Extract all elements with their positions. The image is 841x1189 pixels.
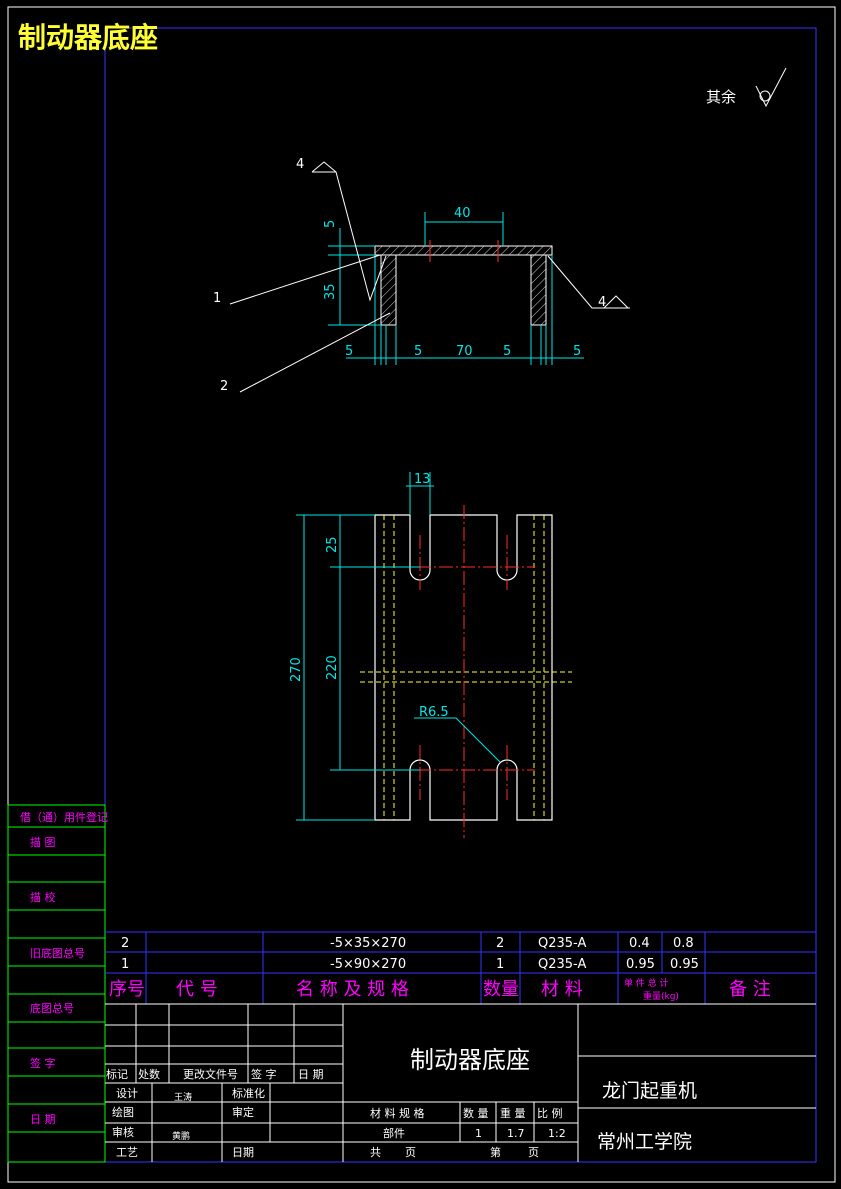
mat-header: 数 量 (463, 1107, 489, 1120)
stamp-label: 借（通）用件登记 (20, 810, 108, 824)
role-process: 工艺 (116, 1146, 138, 1159)
bom-qty: 2 (496, 936, 504, 951)
bom-seq: 1 (121, 957, 129, 972)
outer-frame (7, 6, 836, 1183)
mat-header: 材 料 规 格 (370, 1106, 425, 1120)
sheet-total-unit: 页 (405, 1146, 416, 1159)
rev-header: 签 字 (251, 1067, 277, 1081)
sheet-no-unit: 页 (528, 1146, 539, 1159)
checker-name: 黄鹏 (172, 1130, 190, 1142)
bom-header-note: 备 注 (729, 979, 771, 1000)
bom-header-name: 名 称 及 规 格 (296, 979, 409, 1000)
stamp-label: 签 字 (30, 1056, 56, 1070)
dim-middle: 70 (456, 344, 473, 359)
title-block-grid (105, 1003, 816, 1162)
mat-value: 1.7 (507, 1127, 525, 1140)
sheet-no-label: 第 (490, 1145, 501, 1159)
bom-total-wt: 0.95 (670, 957, 699, 972)
bom-header-seq: 序号 (109, 979, 145, 1000)
organization: 常州工学院 (597, 1131, 692, 1153)
bom-header-qty: 数量 (483, 979, 519, 1000)
bom-total-wt: 0.8 (673, 936, 694, 951)
role-design: 设计 (116, 1087, 138, 1100)
designer-name: 王涛 (174, 1091, 192, 1103)
mat-header: 比 例 (537, 1106, 563, 1120)
balloon-1: 1 (213, 291, 221, 306)
stamp-label: 日 期 (30, 1113, 56, 1126)
balloon-4-left: 4 (296, 157, 304, 172)
stamp-label: 描 校 (30, 890, 56, 904)
part-name: 制动器底座 (410, 1046, 530, 1074)
left-web (380, 254, 397, 326)
dim-edge: 25 (325, 536, 340, 553)
stamp-label: 底图总号 (30, 1001, 74, 1015)
dim-slot-width: 13 (414, 472, 431, 487)
plan-view: 13 25 220 270 R6.5 (289, 472, 572, 838)
bom-header-weight-top: 单 件 总 计 (624, 977, 669, 989)
dim-radius: R6.5 (419, 705, 449, 720)
mat-header: 重 量 (500, 1106, 526, 1120)
rev-header: 标记 (106, 1067, 128, 1081)
dim-height: 35 (323, 283, 338, 300)
dim-overall: 270 (289, 657, 304, 682)
right-web (530, 254, 547, 326)
top-plate (374, 245, 553, 256)
role-standard: 标准化 (232, 1086, 265, 1100)
product-name: 龙门起重机 (602, 1080, 697, 1102)
rev-header: 日 期 (298, 1068, 324, 1081)
balloon-2: 2 (220, 379, 228, 394)
rev-header: 处数 (138, 1068, 160, 1081)
roughness-symbol-icon (755, 67, 787, 108)
role-drawing: 绘图 (112, 1105, 134, 1119)
bom-material: Q235-A (538, 936, 586, 951)
plate-outline (374, 514, 553, 821)
role-review: 审定 (232, 1105, 254, 1119)
side-stamp-table (7, 804, 106, 1163)
inner-frame (104, 27, 817, 1163)
bom-material: Q235-A (538, 957, 586, 972)
bom-seq: 2 (121, 936, 129, 951)
sheet-total-label: 共 (370, 1146, 381, 1159)
bom-unit-wt: 0.4 (629, 936, 650, 951)
mat-value: 1:2 (548, 1127, 566, 1140)
drawing-title: 制动器底座 (18, 21, 158, 54)
stamp-label: 旧底图总号 (30, 946, 85, 960)
dim-gap2: 5 (414, 344, 422, 359)
bom-qty: 1 (496, 957, 504, 972)
bom-row: 1 -5×90×270 1 Q235-A 0.95 0.95 (121, 957, 699, 972)
bom-unit-wt: 0.95 (626, 957, 655, 972)
dim-gap4: 5 (573, 344, 581, 359)
dim-gap3: 5 (503, 344, 511, 359)
rev-header: 更改文件号 (183, 1067, 238, 1081)
bom-header-code: 代 号 (176, 979, 218, 1000)
dim-pitch: 220 (325, 655, 340, 680)
bom-name: -5×90×270 (330, 957, 406, 972)
role-check: 审核 (112, 1125, 134, 1139)
mat-value: 1 (475, 1127, 482, 1140)
role-date: 日期 (232, 1146, 254, 1159)
surface-note: 其余 (706, 88, 736, 106)
stamp-label: 描 图 (30, 835, 56, 849)
bom-header: 序号 代 号 名 称 及 规 格 数量 材 料 单 件 总 计 重量(kg) 备… (109, 977, 771, 1002)
dim-gap1: 5 (345, 344, 353, 359)
front-view: 40 5 35 5 5 70 5 5 1 2 4 4 (213, 157, 630, 394)
mat-value: 部件 (383, 1126, 405, 1140)
bom-header-weight-bottom: 重量(kg) (643, 990, 679, 1002)
dim-plate-thk: 5 (323, 220, 338, 228)
balloon-4-right: 4 (598, 295, 606, 310)
bom-row: 2 -5×35×270 2 Q235-A 0.4 0.8 (121, 936, 694, 951)
bom-name: -5×35×270 (330, 936, 406, 951)
dim-top-width: 40 (454, 206, 471, 221)
bom-header-material: 材 料 (541, 979, 583, 1000)
